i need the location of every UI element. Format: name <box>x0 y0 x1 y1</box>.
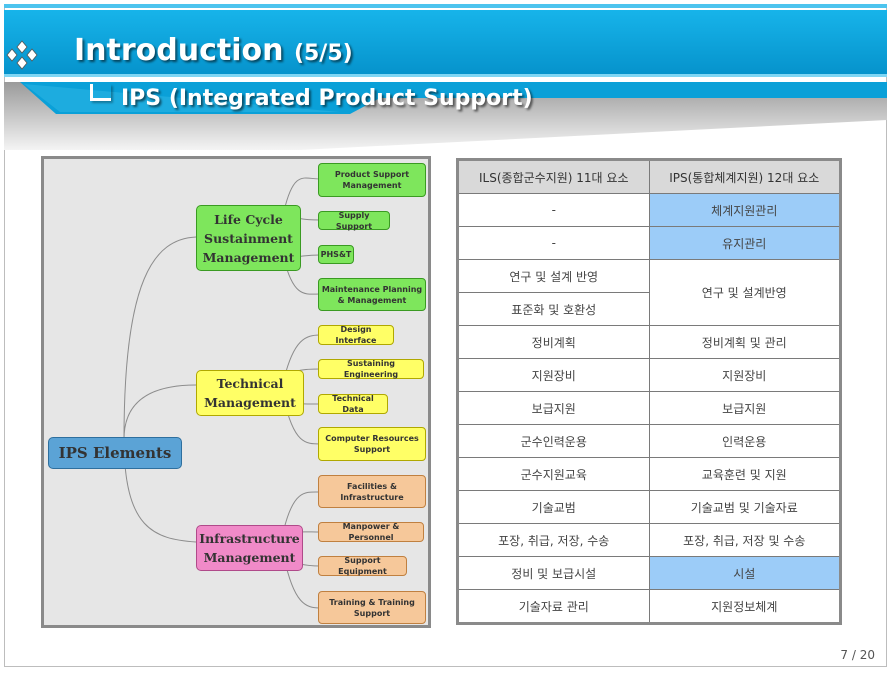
cell-ils: 포장, 취급, 저장, 수송 <box>457 523 650 557</box>
branch-life-cycle: Life Cycle Sustainment Management <box>196 205 301 271</box>
header-band <box>4 4 887 150</box>
column-header-ips: IPS(통합체계지원) 12대 요소 <box>648 159 841 194</box>
ils-ips-comparison-table: ILS(종합군수지원) 11대 요소 IPS(통합체계지원) 12대 요소 - … <box>456 158 842 625</box>
table-row: 기술자료 관리 지원정보체계 <box>457 589 841 624</box>
branch-technical: Technical Management <box>196 370 304 416</box>
table-row: 군수지원교육 교육훈련 및 지원 <box>457 457 841 491</box>
leaf-supply-support: Supply Support <box>318 211 390 231</box>
leaf-phst: PHS&T <box>318 245 354 264</box>
page-title: Introduction (5/5) <box>74 33 353 68</box>
table-row: 포장, 취급, 저장, 수송 포장, 취급, 저장 및 수송 <box>457 523 841 557</box>
cell-ils: 표준화 및 호환성 <box>457 292 650 326</box>
cell-ils: 군수인력운용 <box>457 424 650 458</box>
table-row: 정비계획 정비계획 및 관리 <box>457 325 841 359</box>
title-page-indicator: (5/5) <box>293 41 353 66</box>
title-text: Introduction <box>74 33 284 68</box>
cell-ips: 기술교범 및 기술자료 <box>648 490 841 524</box>
leaf-technical-data: Technical Data <box>318 394 388 414</box>
leaf-design-interface: Design Interface <box>318 325 394 345</box>
table-row: 지원장비 지원장비 <box>457 358 841 392</box>
leaf-product-support-management: Product Support Management <box>318 163 426 197</box>
cell-ils: 정비 및 보급시설 <box>457 556 650 590</box>
cell-ips: 정비계획 및 관리 <box>648 325 841 359</box>
leaf-sustaining-engineering: Sustaining Engineering <box>318 359 424 379</box>
cell-ils: 정비계획 <box>457 325 650 359</box>
leaf-computer-resources-support: Computer Resources Support <box>318 427 426 461</box>
cell-ils: 군수지원교육 <box>457 457 650 491</box>
cell-ils: 지원장비 <box>457 358 650 392</box>
cell-ips: 보급지원 <box>648 391 841 425</box>
cell-ils: 기술자료 관리 <box>457 589 650 624</box>
table-row: - 체계지원관리 <box>457 193 841 227</box>
leaf-manpower-personnel: Manpower & Personnel <box>318 522 424 542</box>
table-row: 정비 및 보급시설 시설 <box>457 556 841 590</box>
leaf-facilities-infrastructure: Facilities & Infrastructure <box>318 475 426 508</box>
table-header-row: ILS(종합군수지원) 11대 요소 IPS(통합체계지원) 12대 요소 <box>457 159 841 194</box>
leaf-maintenance-planning: Maintenance Planning & Management <box>318 278 426 311</box>
ips-mindmap: IPS Elements Life Cycle Sustainment Mana… <box>41 156 431 628</box>
mindmap-root: IPS Elements <box>48 437 182 469</box>
cell-ips: 연구 및 설계반영 <box>648 259 841 326</box>
cell-ips: 지원장비 <box>648 358 841 392</box>
cell-ips: 인력운용 <box>648 424 841 458</box>
cell-ips: 포장, 취급, 저장 및 수송 <box>648 523 841 557</box>
table-row: 군수인력운용 인력운용 <box>457 424 841 458</box>
leaf-training-support: Training & Training Support <box>318 591 426 624</box>
subtitle-text: IPS (Integrated Product Support) <box>121 86 533 111</box>
table-row: 보급지원 보급지원 <box>457 391 841 425</box>
table-row: 표준화 및 호환성 <box>457 292 841 326</box>
table-row: - 유지관리 <box>457 226 841 260</box>
table-row: 기술교범 기술교범 및 기술자료 <box>457 490 841 524</box>
table-row: 연구 및 설계 반영 연구 및 설계반영 <box>457 259 841 326</box>
cell-ips-highlighted: 유지관리 <box>648 226 841 260</box>
cell-ils: - <box>457 193 650 227</box>
cell-ips: 교육훈련 및 지원 <box>648 457 841 491</box>
cell-ils: 기술교범 <box>457 490 650 524</box>
leaf-support-equipment: Support Equipment <box>318 556 407 576</box>
cell-ils: 보급지원 <box>457 391 650 425</box>
column-header-ils: ILS(종합군수지원) 11대 요소 <box>457 159 650 194</box>
page-subtitle: IPS (Integrated Product Support) <box>90 84 533 111</box>
page-number: 7 / 20 <box>840 648 875 662</box>
cell-ils: 연구 및 설계 반영 <box>457 259 650 293</box>
cell-ips-highlighted: 체계지원관리 <box>648 193 841 227</box>
sub-bullet-icon <box>90 84 111 101</box>
cell-ips-highlighted: 시설 <box>648 556 841 590</box>
diamond-bullet-icon <box>6 40 38 70</box>
branch-infrastructure: Infrastructure Management <box>196 525 303 571</box>
cell-ips: 지원정보체계 <box>648 589 841 624</box>
cell-ils: - <box>457 226 650 260</box>
